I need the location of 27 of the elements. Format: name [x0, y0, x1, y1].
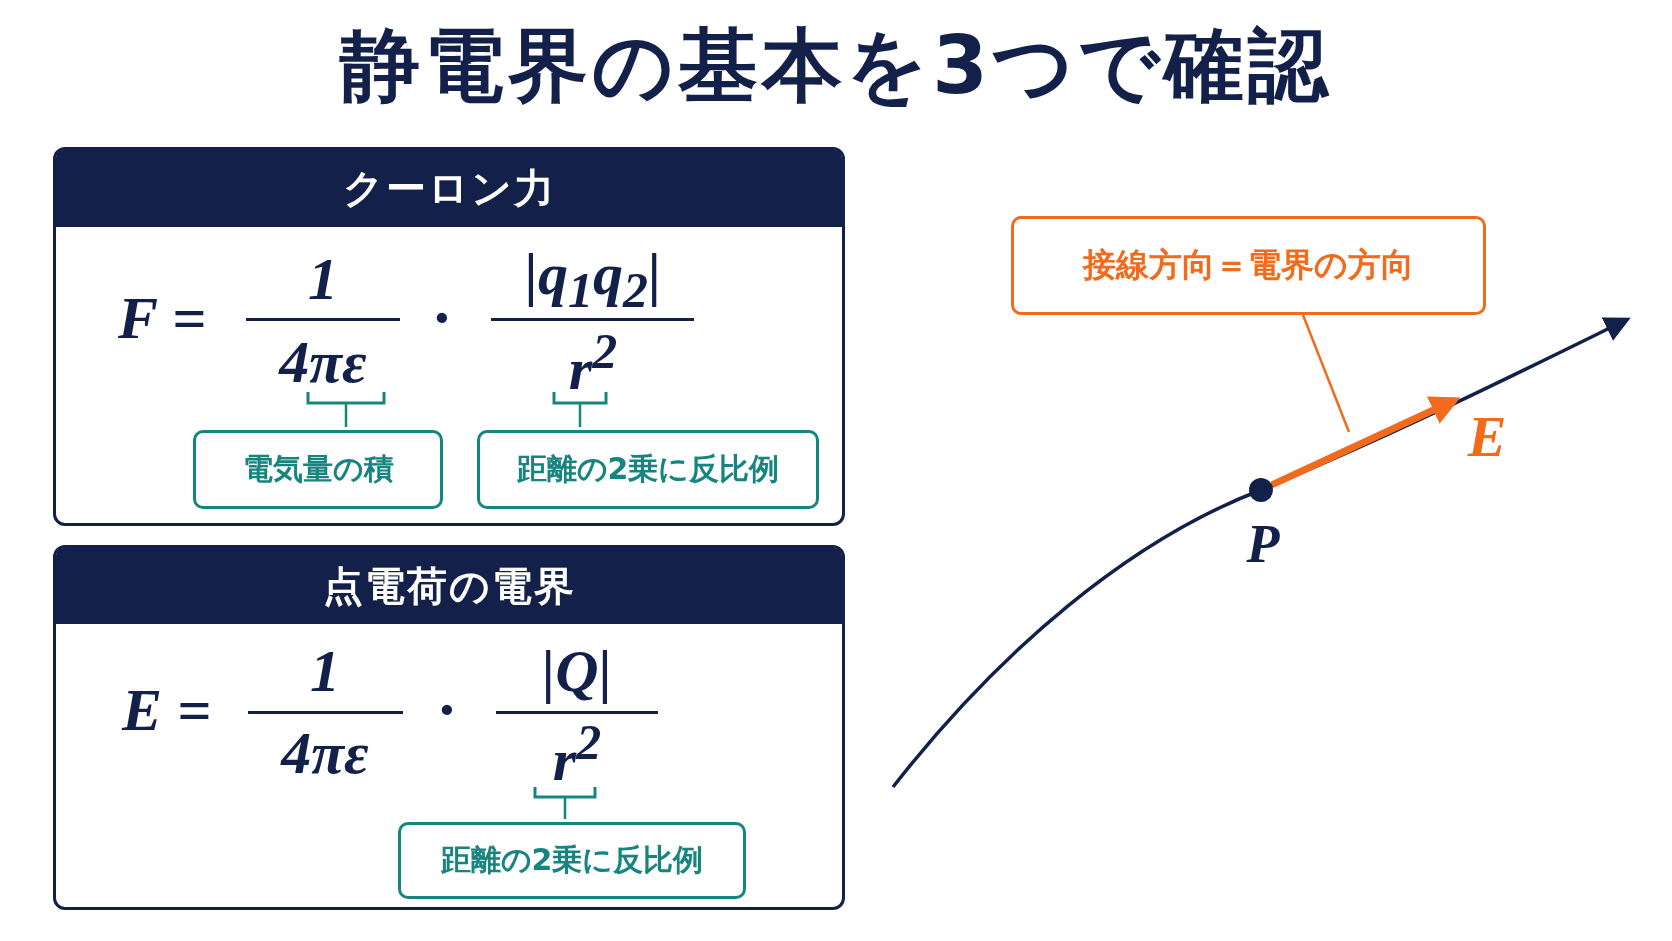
multiplication-dot: · — [431, 286, 453, 350]
callout-box: 電気量の積 — [193, 430, 443, 509]
panel-header: 点電荷の電界 — [56, 548, 842, 624]
formula-panel — [53, 545, 845, 910]
vector-arrow — [1270, 396, 1461, 489]
fraction-denominator: r$^{2}$ — [552, 716, 602, 790]
fraction-denominator: 4πε — [281, 723, 369, 783]
fraction-denominator: 4πε — [279, 332, 367, 392]
formula-lhs: F = — [118, 288, 207, 348]
formula-panel — [53, 147, 845, 526]
formula-lhs: E = — [122, 680, 212, 740]
callout-box: 距離の2乗に反比例 — [477, 430, 819, 509]
point-dot — [1249, 478, 1273, 502]
panel-header: クーロン力 — [56, 150, 842, 227]
leader-line — [578, 403, 582, 427]
multiplication-dot: · — [436, 678, 458, 742]
point-label: P — [1246, 517, 1280, 571]
callout-box: 距離の2乗に反比例 — [398, 822, 746, 899]
fraction-numerator: |q$_{1}$q$_{2}$| — [524, 243, 662, 315]
leader-line — [344, 403, 348, 427]
leader-line — [1301, 314, 1351, 433]
fraction-numerator: 1 — [308, 249, 338, 309]
fraction-numerator: 1 — [310, 641, 340, 701]
fraction-denominator: r$^{2}$ — [568, 325, 618, 399]
title: 静電界の基本を3つで確認 — [338, 22, 1333, 110]
leader-line — [563, 797, 567, 819]
callout-box: 接線方向＝電界の方向 — [1011, 216, 1486, 315]
